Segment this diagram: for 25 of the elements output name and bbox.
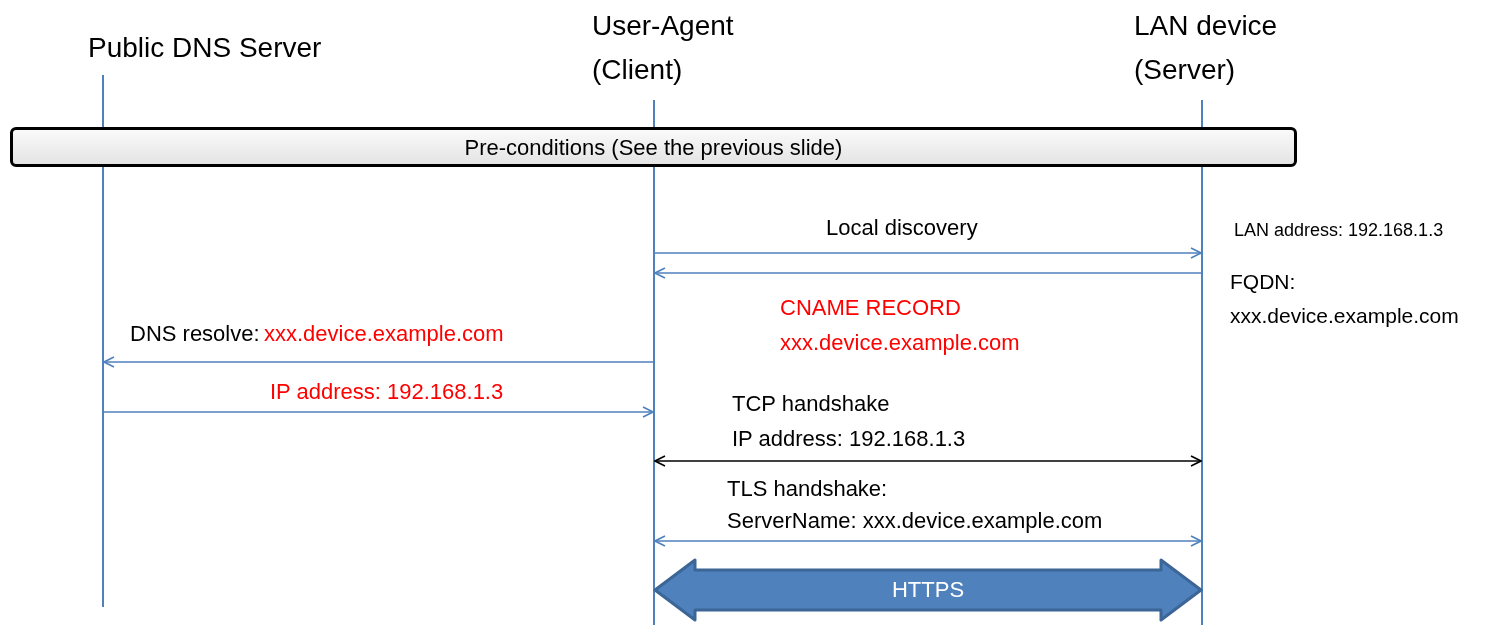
participant-label: LAN device (Server) xyxy=(1134,4,1314,92)
lifeline xyxy=(653,167,655,625)
message-arrow xyxy=(103,406,654,418)
participant-label: User-Agent (Client) xyxy=(592,4,772,92)
message-arrow xyxy=(654,247,1202,259)
precondition-bar: Pre-conditions (See the previous slide) xyxy=(10,127,1297,167)
note-text: xxx.device.example.com xyxy=(780,329,1020,357)
note-text: xxx.device.example.com xyxy=(264,320,504,348)
lifeline xyxy=(102,167,104,607)
note-text: ServerName: xxx.device.example.com xyxy=(727,507,1103,535)
note-text: LAN address: 192.168.1.3 xyxy=(1234,219,1444,242)
note-text: IP address: 192.168.1.3 xyxy=(732,425,966,453)
participant-label: Public DNS Server xyxy=(88,26,388,70)
message-arrow xyxy=(654,267,1202,279)
message-arrow xyxy=(654,455,1202,467)
double-block-arrow xyxy=(653,558,1203,622)
note-text: FQDN: xyxy=(1230,269,1296,295)
message-arrow xyxy=(654,535,1202,547)
note-text: xxx.device.example.com xyxy=(1230,303,1459,329)
message-arrow xyxy=(103,356,654,368)
edge-label: HTTPS xyxy=(891,577,965,603)
lifeline xyxy=(1201,167,1203,625)
lifeline-segment xyxy=(653,99,655,128)
lifeline-segment xyxy=(102,74,104,128)
lifeline-segment xyxy=(1201,99,1203,128)
